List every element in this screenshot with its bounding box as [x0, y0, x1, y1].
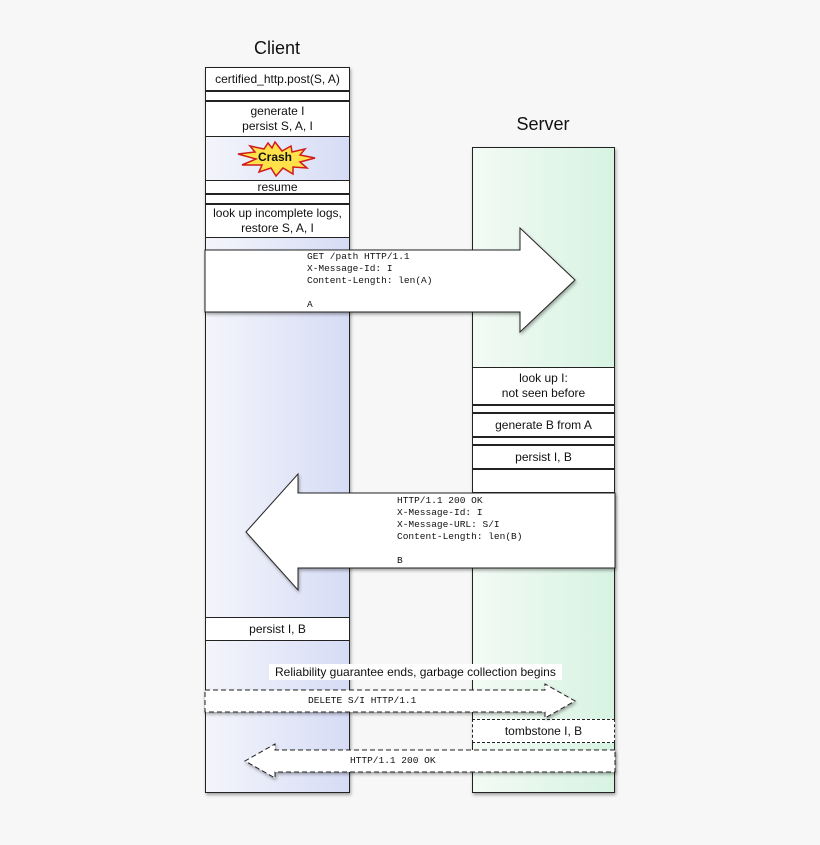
- response-arrow: [245, 472, 616, 592]
- server-gap-step-2: [472, 437, 615, 445]
- delete-ok-message-text: HTTP/1.1 200 OK: [350, 755, 436, 766]
- client-persist-step: persist I, B: [205, 617, 350, 641]
- server-gap-step: [472, 405, 615, 413]
- client-lookup-logs-step: look up incomplete logs, restore S, A, I: [205, 204, 350, 238]
- client-gap-step: [205, 91, 350, 101]
- client-post-step: certified_http.post(S, A): [205, 67, 350, 91]
- delete-ok-arrow: [243, 743, 616, 779]
- server-tombstone-step: tombstone I, B: [472, 719, 615, 743]
- gc-note: Reliability guarantee ends, garbage coll…: [269, 664, 562, 680]
- client-gap-step-2: [205, 194, 350, 204]
- server-persist-step: persist I, B: [472, 445, 615, 469]
- client-resume-step: resume: [205, 180, 350, 194]
- request-message-text: GET /path HTTP/1.1 X-Message-Id: I Conte…: [307, 251, 433, 310]
- delete-message-text: DELETE S/I HTTP/1.1: [308, 695, 417, 706]
- crash-icon: [237, 140, 316, 178]
- client-title: Client: [253, 38, 301, 58]
- request-arrow: [204, 226, 576, 334]
- crash-label: Crash: [257, 150, 292, 164]
- server-generate-step: generate B from A: [472, 413, 615, 437]
- client-generate-step: generate I persist S, A, I: [205, 101, 350, 137]
- server-title: Server: [516, 114, 570, 134]
- server-lookup-step: look up I: not seen before: [472, 367, 615, 405]
- delete-arrow: [204, 683, 577, 719]
- response-message-text: HTTP/1.1 200 OK X-Message-Id: I X-Messag…: [397, 495, 523, 566]
